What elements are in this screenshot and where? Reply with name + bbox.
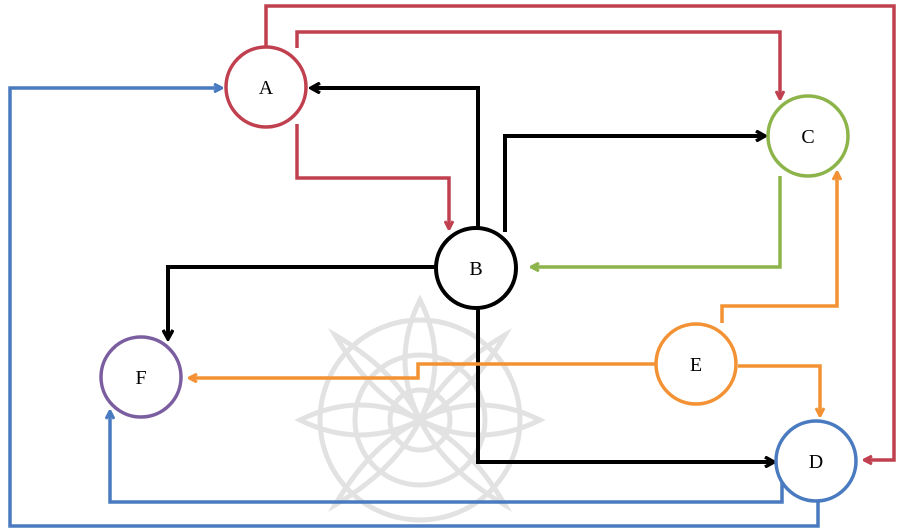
edge-b-to-d <box>476 307 773 462</box>
watermark-emblem <box>294 294 546 523</box>
edge-a-to-b <box>295 124 449 228</box>
edge-a-to-c <box>295 30 780 98</box>
node-b-label: B <box>469 258 482 280</box>
node-b: B <box>434 226 518 310</box>
edge-b-to-c <box>503 136 764 232</box>
edge-e-to-f <box>190 362 656 378</box>
edge-e-to-c <box>720 173 837 323</box>
node-d: D <box>774 419 858 503</box>
node-a: A <box>224 45 308 129</box>
edge-a-to-d <box>264 4 896 460</box>
node-e: E <box>654 322 738 406</box>
edge-e-to-d <box>738 364 820 415</box>
edge-b-to-f <box>168 265 436 338</box>
node-f: F <box>99 335 183 419</box>
edge-b-to-a <box>312 88 480 230</box>
node-a-label: A <box>259 77 274 99</box>
node-e-label: E <box>690 354 702 376</box>
node-d-label: D <box>809 451 823 473</box>
edge-c-to-b <box>532 176 782 267</box>
node-c: C <box>766 94 850 178</box>
node-f-label: F <box>135 367 146 389</box>
edge-d-to-f <box>110 412 784 504</box>
edge-d-to-a <box>8 88 820 528</box>
node-c-label: C <box>801 126 814 148</box>
